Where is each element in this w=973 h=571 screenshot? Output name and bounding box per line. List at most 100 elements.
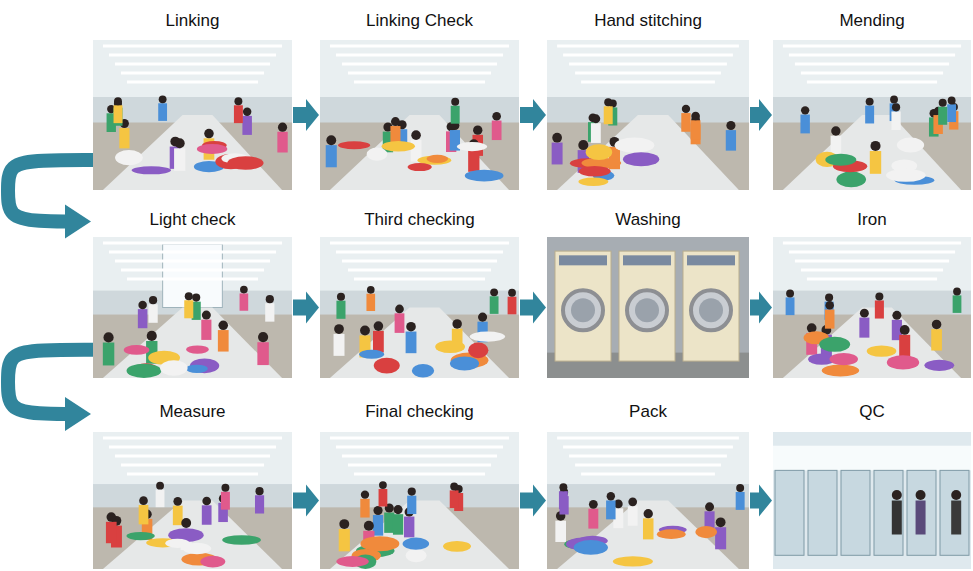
photo-detail [115, 455, 270, 458]
photo-detail [581, 473, 715, 476]
process-step: Hand stitching [547, 6, 749, 190]
arrow-shape [293, 292, 319, 324]
photo-detail [691, 290, 731, 330]
photo-detail [789, 251, 955, 254]
arrow-shape [293, 99, 319, 131]
photo-detail [939, 99, 947, 107]
photo-detail [591, 114, 600, 123]
flow-arrow [520, 485, 546, 517]
photo-detail [338, 141, 370, 149]
photo-detail [699, 298, 723, 322]
photo-detail [783, 45, 961, 48]
photo-detail [124, 345, 150, 355]
step-photo [320, 40, 519, 190]
photo-detail [348, 464, 491, 467]
photo-detail [326, 145, 337, 167]
photo-detail [202, 505, 212, 524]
photo-detail [366, 294, 375, 311]
arrow-shape [750, 292, 772, 324]
photo-detail [892, 311, 901, 320]
photo-detail [330, 45, 509, 48]
photo-detail [342, 63, 497, 66]
photo-detail [644, 509, 653, 518]
photo-detail [953, 295, 962, 313]
photo-detail [114, 97, 122, 105]
photo-detail [559, 491, 568, 509]
photo-detail [736, 492, 745, 510]
process-step: Measure [93, 396, 292, 569]
process-step: Linking [93, 6, 292, 190]
photo-detail [127, 364, 162, 378]
photo-detail [492, 121, 502, 141]
step-label: Washing [547, 206, 749, 233]
photo-detail [278, 123, 287, 132]
photo-detail [158, 103, 167, 121]
photo-detail [93, 237, 292, 378]
photo-detail [681, 113, 690, 132]
photo-detail [408, 163, 432, 171]
photo-detail [508, 289, 516, 297]
photo-detail [607, 492, 615, 500]
photo-detail [773, 446, 971, 471]
photo-detail [773, 237, 971, 378]
photo-detail [173, 497, 182, 506]
photo-detail [411, 130, 421, 140]
photo-detail [786, 297, 795, 315]
photo-detail [107, 512, 117, 522]
photo-detail [320, 237, 519, 378]
photo-detail [450, 490, 459, 508]
photo-detail [266, 295, 274, 303]
photo-detail [457, 142, 487, 151]
photo-detail [808, 470, 837, 555]
photo-detail [691, 120, 701, 139]
photo-detail [773, 432, 971, 569]
photo-scene [773, 432, 971, 569]
step-label: Final checking [320, 396, 519, 428]
photo-detail [606, 500, 615, 519]
photo-detail [825, 301, 834, 310]
photo-detail [330, 308, 509, 379]
photo-detail [200, 556, 225, 568]
photo-detail [406, 332, 417, 354]
photo-detail [866, 98, 874, 106]
photo-scene [773, 40, 971, 190]
photo-detail [875, 292, 883, 300]
photo-detail [726, 130, 736, 151]
photo-detail [132, 166, 171, 174]
photo-detail [773, 237, 971, 291]
process-step: Final checking [320, 396, 519, 569]
photo-detail [492, 112, 501, 121]
photo-detail [127, 278, 258, 281]
photo-detail [197, 144, 227, 154]
photo-detail [586, 144, 612, 160]
photo-detail [635, 298, 659, 322]
photo-detail [575, 464, 721, 467]
photo-detail [682, 105, 690, 113]
photo-detail [221, 484, 229, 492]
step-photo [320, 432, 519, 569]
photo-detail [334, 324, 344, 334]
photo-detail [783, 115, 961, 190]
photo-detail [801, 269, 943, 272]
photo-detail [890, 96, 898, 104]
photo-detail [404, 517, 414, 538]
photo-detail [825, 154, 856, 166]
photo-detail [240, 286, 248, 294]
photo-detail [860, 309, 869, 318]
step-photo [93, 237, 292, 378]
photo-detail [93, 40, 292, 97]
photo-detail [165, 539, 189, 548]
arrow-shape [520, 485, 546, 517]
photo-detail [147, 331, 157, 341]
photo-detail [403, 538, 429, 550]
process-step: Third checking [320, 206, 519, 378]
photo-detail [408, 488, 416, 496]
photo-detail [103, 115, 282, 190]
process-step: QC [773, 396, 971, 569]
photo-detail [406, 322, 416, 332]
photo-detail [773, 40, 971, 97]
photo-detail [336, 556, 368, 567]
photo-detail [258, 332, 268, 342]
photo-detail [364, 521, 374, 531]
photo-detail [900, 325, 910, 335]
